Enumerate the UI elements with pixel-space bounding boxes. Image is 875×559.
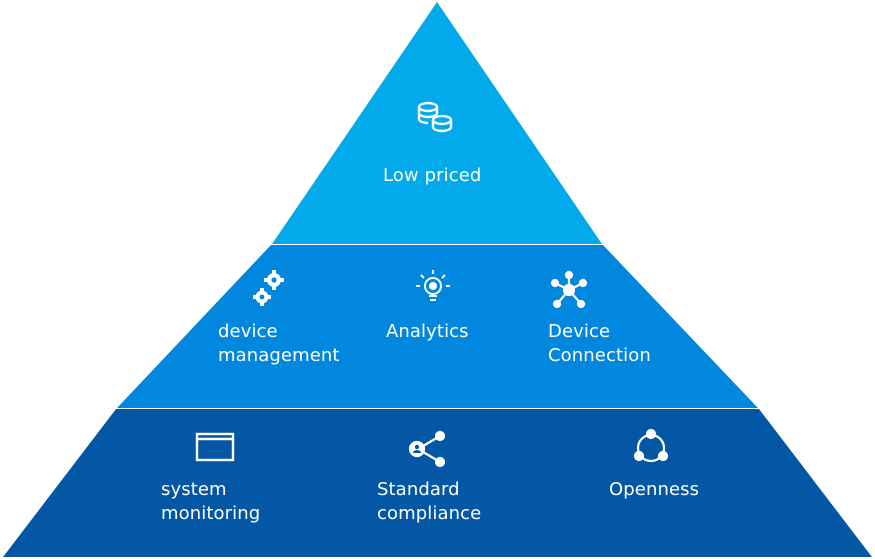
standard-compliance-line-1: Standard	[377, 479, 460, 500]
network-hub-icon	[549, 270, 589, 310]
system-monitoring-line-2: monitoring	[161, 503, 261, 524]
coins-icon	[415, 98, 455, 138]
tier-top-item-1-label: Low priced	[383, 165, 482, 186]
tier-middle-item-1-label: device management	[218, 320, 340, 368]
window-icon	[195, 428, 235, 468]
system-monitoring-line-1: system	[161, 479, 227, 500]
share-icon	[406, 429, 446, 469]
tier-bottom-item-3-label: Openness	[609, 479, 700, 500]
device-management-line-1: device	[218, 321, 278, 342]
tier-bottom-item-1-label: system monitoring	[161, 478, 260, 526]
tier-middle-item-2-label: Analytics	[386, 321, 469, 342]
standard-compliance-line-2: compliance	[377, 503, 482, 524]
device-management-line-2: management	[218, 345, 340, 366]
gears-icon	[250, 268, 290, 308]
device-connection-line-1: Device	[548, 321, 611, 342]
device-connection-line-2: Connection	[548, 345, 651, 366]
pyramid-bottom-tier	[3, 409, 872, 557]
tier-bottom-item-2-label: Standard compliance	[377, 478, 481, 526]
lightbulb-icon	[413, 267, 453, 307]
tier-middle-item-3-label: Device Connection	[548, 320, 651, 368]
cycle-icon	[631, 428, 671, 468]
